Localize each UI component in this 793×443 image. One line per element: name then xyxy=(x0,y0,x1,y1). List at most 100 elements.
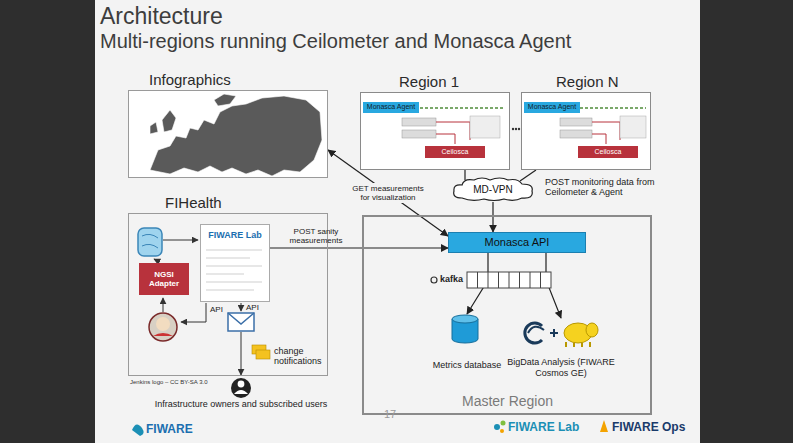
drawing-part xyxy=(128,90,328,178)
database: Metrics database xyxy=(430,314,505,370)
footer-logos xyxy=(132,420,608,436)
edge-label: POST sanity measurements xyxy=(280,227,352,245)
drawing-part xyxy=(162,110,176,132)
node-text: Metrics database xyxy=(433,360,502,370)
slide-subtitle: Multi-regions running Ceilometer and Mon… xyxy=(100,30,571,53)
drawing-part xyxy=(163,240,198,241)
drawing-part xyxy=(402,118,436,126)
kafka-logo-text: kafka xyxy=(440,274,463,284)
analysis-icons xyxy=(520,318,600,348)
drawing-part xyxy=(470,116,500,138)
drawing-part xyxy=(467,272,551,288)
drawing-part xyxy=(231,378,251,398)
ceilosca-bar: Ceilosca xyxy=(578,146,638,158)
credit-note: Jenkins logo – CC BY-SA 3.0 xyxy=(130,379,208,386)
drawing-part xyxy=(402,130,436,138)
drawing-part xyxy=(206,273,244,274)
elephant-legs xyxy=(566,342,590,347)
drawing-part xyxy=(431,277,437,283)
cylinder-top xyxy=(452,315,478,323)
drawing-part xyxy=(256,350,270,359)
user-label: Infrastructure owners and subscribed use… xyxy=(128,399,354,409)
drawing-part xyxy=(95,0,700,443)
drawing-part xyxy=(238,381,245,388)
drawing-part xyxy=(150,96,322,176)
drawing-part xyxy=(163,298,164,312)
drawing-part xyxy=(200,224,270,302)
api-label: API xyxy=(210,305,223,314)
drawing-part xyxy=(560,130,592,138)
slide-title: Architecture xyxy=(100,3,223,29)
drawing-part xyxy=(477,272,478,288)
agent-label: Monasca Agent xyxy=(524,102,580,113)
drawing-part xyxy=(132,424,144,436)
master-region: Master Region Monasca API Metrics database… xyxy=(362,215,652,415)
vpn-cloud: MD-VPN xyxy=(450,176,536,202)
analysis: BigData Analysis (FIWARE Cosmos GE) xyxy=(502,318,620,378)
drawing-part xyxy=(214,94,236,106)
flow-note: POST monitoring data from Ceilometer & A… xyxy=(545,177,657,198)
region-screenshot xyxy=(361,93,650,169)
node-text: Monasca API xyxy=(485,236,550,249)
drawing-part xyxy=(518,128,520,130)
node-heading: Master Region xyxy=(462,393,553,409)
notification-note: change notifications xyxy=(274,346,344,367)
node-heading: Infographics xyxy=(149,71,231,88)
connector xyxy=(492,202,493,232)
connector xyxy=(464,170,465,180)
drawing-part xyxy=(620,116,646,138)
drawing-part xyxy=(206,289,254,290)
database-icon xyxy=(451,314,479,344)
drawing-part xyxy=(206,265,262,266)
drawing-part xyxy=(494,424,500,430)
drawing-part xyxy=(228,313,254,331)
api-label: API xyxy=(246,303,259,312)
drawing-part xyxy=(530,272,531,288)
cloud-shape xyxy=(454,178,533,201)
drawing-part xyxy=(515,128,517,130)
drawing-part xyxy=(206,250,262,290)
agent-label: Monasca Agent xyxy=(363,102,419,113)
footer-logo: FIWARE xyxy=(146,423,193,437)
ceilosca-bar: Ceilosca xyxy=(425,146,485,158)
drawing-part xyxy=(181,303,206,322)
drawing-part xyxy=(519,272,520,288)
drawing-part xyxy=(150,122,158,134)
portal-screenshot: FIWARE Lab xyxy=(200,224,270,302)
drawing-part xyxy=(154,240,241,375)
plus-sign xyxy=(550,329,558,337)
drawing-part xyxy=(540,272,541,288)
node-heading: Region 1 xyxy=(399,73,459,90)
drawing-part xyxy=(488,272,489,288)
drawing-part xyxy=(522,93,650,169)
drawing-part xyxy=(600,420,608,432)
region-box: Region 1Monasca AgentCeilosca xyxy=(360,92,510,170)
drawing-part xyxy=(156,317,170,331)
drawing-part xyxy=(142,234,158,248)
cosmos-logo xyxy=(525,323,542,343)
drawing-part xyxy=(150,94,322,176)
drawing-part xyxy=(206,281,262,282)
node-text: Monasca Agent xyxy=(367,103,415,111)
drawing-part xyxy=(436,122,470,144)
region-box: Region NMonasca AgentCeilosca xyxy=(521,92,651,170)
drawing-part xyxy=(228,313,254,324)
drawing-part xyxy=(153,333,173,336)
drawing-part xyxy=(509,272,510,288)
node-heading: Region N xyxy=(556,73,619,90)
drawing-part xyxy=(138,228,162,256)
drawing-part xyxy=(512,128,514,130)
drawing-part xyxy=(500,429,504,433)
drawing-part xyxy=(154,259,160,262)
footer-logo: FIWARE Lab xyxy=(508,421,579,435)
drawing-part xyxy=(241,303,242,311)
node-text: BigData Analysis (FIWARE Cosmos GE) xyxy=(502,357,620,378)
page-number: 17 xyxy=(384,408,396,421)
edge-label: GET measurements for visualization xyxy=(346,183,430,203)
drawing-part xyxy=(560,118,592,126)
drawing-part xyxy=(580,107,646,109)
connector xyxy=(520,170,536,181)
